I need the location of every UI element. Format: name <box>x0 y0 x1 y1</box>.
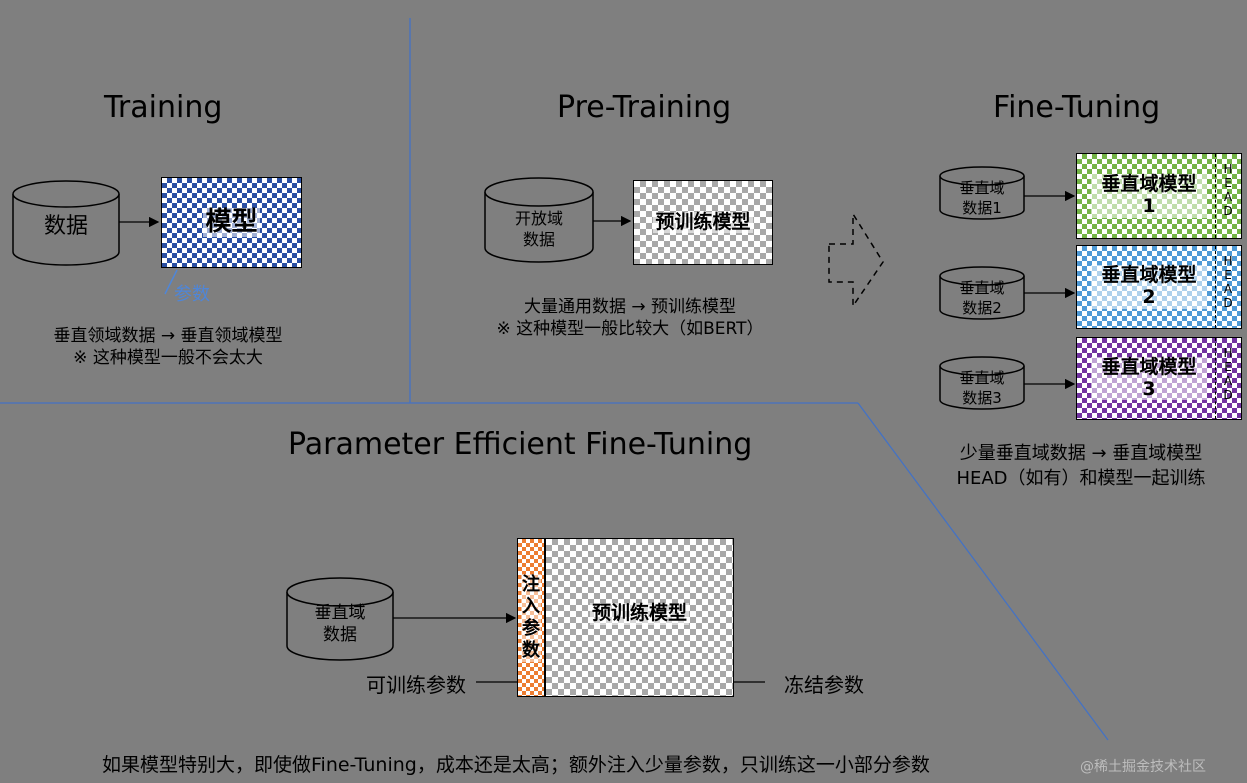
finetuning-model-box-3: 垂直域模型 3 HEAD <box>1076 337 1242 420</box>
peft-data-cylinder <box>286 577 394 661</box>
finetuning-model-2-line-2: 2 <box>1142 286 1156 308</box>
finetuning-model-1-line-2: 1 <box>1142 195 1156 217</box>
finetuning-data-cylinder-3 <box>939 356 1025 410</box>
finetuning-model-box-1: 垂直域模型 1 HEAD <box>1076 153 1242 239</box>
finetuning-data-label-1: 垂直域 数据1 <box>940 178 1024 218</box>
peft-model-label: 预训练模型 <box>589 602 689 625</box>
pretraining-data-line-2: 数据 <box>522 230 555 249</box>
training-model-box: 模型 <box>161 177 302 268</box>
training-caption-line-1: 垂直领域数据 → 垂直领域模型 <box>53 326 283 346</box>
training-param-pointer <box>164 269 178 295</box>
finetuning-model-1-line-1: 垂直域模型 <box>1101 173 1197 196</box>
finetuning-data-2-line-2: 数据2 <box>962 299 1002 317</box>
finetuning-head-divider-1 <box>1215 154 1216 238</box>
pretraining-data-label: 开放域 数据 <box>485 208 593 250</box>
pretraining-caption: 大量通用数据 → 预训练模型 ※ 这种模型一般比较大（如BERT） <box>470 296 790 340</box>
peft-data-line-1: 垂直域 <box>314 603 366 623</box>
finetuning-title: Fine-Tuning <box>993 90 1161 125</box>
pretraining-model-label: 预训练模型 <box>653 210 753 234</box>
training-title: Training <box>104 90 223 125</box>
training-data-cylinder <box>12 180 120 266</box>
pretraining-data-line-1: 开放域 <box>514 209 563 228</box>
training-caption: 垂直领域数据 → 垂直领域模型 ※ 这种模型一般不会太大 <box>28 325 308 369</box>
finetuning-caption-line-1: 少量垂直域数据 → 垂直域模型 <box>959 443 1203 464</box>
finetuning-head-label-1: HEAD <box>1223 162 1233 218</box>
finetuning-data-label-3: 垂直域 数据3 <box>940 368 1024 408</box>
peft-pretrained-model-box: 预训练模型 <box>545 538 734 697</box>
finetuning-head-divider-2 <box>1215 246 1216 328</box>
finetuning-head-label-3: HEAD <box>1223 346 1233 402</box>
training-param-label: 参数 <box>174 284 210 305</box>
peft-inject-label: 注入参数 <box>521 573 541 662</box>
training-data-label: 数据 <box>43 214 88 239</box>
finetuning-model-label-2: 垂直域模型 2 <box>1091 264 1207 309</box>
finetuning-head-divider-3 <box>1215 338 1216 419</box>
finetuning-model-label-3: 垂直域模型 3 <box>1091 355 1207 401</box>
finetuning-model-3-line-1: 垂直域模型 <box>1101 355 1197 378</box>
finetuning-caption-line-2: HEAD（如有）和模型一起训练 <box>956 468 1206 489</box>
peft-inject-param-column: 注入参数 <box>517 538 545 697</box>
pretraining-caption-line-2: ※ 这种模型一般比较大（如BERT） <box>496 319 764 339</box>
finetuning-data-cylinder-2 <box>939 266 1025 320</box>
watermark: @稀土掘金技术社区 <box>1080 759 1206 775</box>
peft-title: Parameter Efficient Fine-Tuning <box>288 427 753 462</box>
pretraining-title: Pre-Training <box>557 90 732 125</box>
training-caption-line-2: ※ 这种模型一般不会太大 <box>73 348 263 368</box>
finetuning-model-3-line-2: 3 <box>1142 377 1156 400</box>
finetuning-data-cylinder-1 <box>939 166 1025 220</box>
finetuning-data-1-line-2: 数据1 <box>962 199 1002 217</box>
dashed-transition-arrow <box>828 211 884 309</box>
finetuning-model-2-line-1: 垂直域模型 <box>1101 264 1197 287</box>
pretraining-model-box: 预训练模型 <box>633 180 773 265</box>
finetuning-head-label-2: HEAD <box>1223 254 1233 310</box>
finetuning-data-3-line-2: 数据3 <box>962 389 1002 407</box>
pretraining-caption-line-1: 大量通用数据 → 预训练模型 <box>523 297 737 317</box>
finetuning-model-label-1: 垂直域模型 1 <box>1091 173 1207 218</box>
peft-trainable-label: 可训练参数 <box>366 673 466 697</box>
pretraining-data-cylinder <box>484 177 594 263</box>
finetuning-model-box-2: 垂直域模型 2 HEAD <box>1076 245 1242 329</box>
finetuning-caption: 少量垂直域数据 → 垂直域模型 HEAD（如有）和模型一起训练 <box>936 441 1226 491</box>
peft-caption: 如果模型特别大，即使做Fine-Tuning，成本还是太高；额外注入少量参数，只… <box>102 754 930 776</box>
finetuning-data-3-line-1: 垂直域 <box>959 369 1005 387</box>
finetuning-data-2-line-1: 垂直域 <box>959 279 1005 297</box>
divider-diagonal <box>857 402 1109 741</box>
peft-data-label: 垂直域 数据 <box>287 602 393 646</box>
finetuning-data-label-2: 垂直域 数据2 <box>940 278 1024 318</box>
training-model-label: 模型 <box>203 206 260 238</box>
finetuning-data-1-line-1: 垂直域 <box>959 179 1005 197</box>
peft-data-line-2: 数据 <box>323 625 357 645</box>
peft-frozen-label: 冻结参数 <box>784 673 864 697</box>
